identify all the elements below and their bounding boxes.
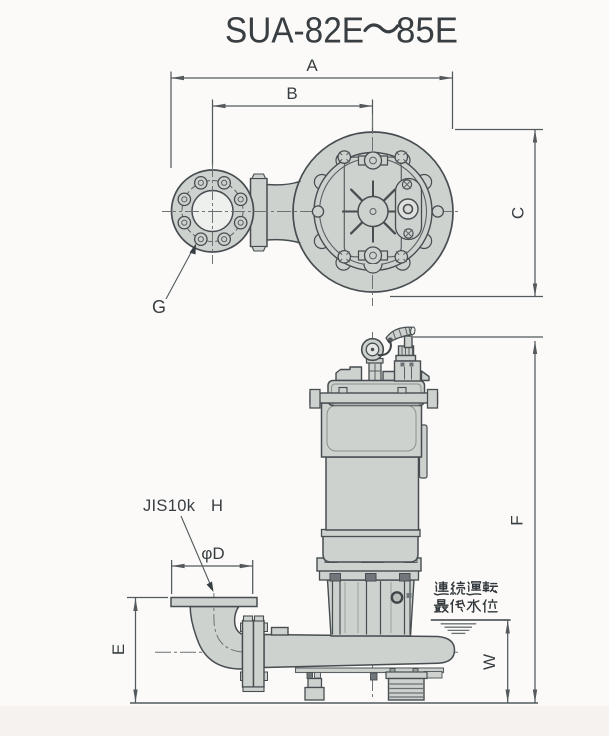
svg-text:E: E [109,644,128,655]
svg-text:C: C [509,207,528,219]
svg-text:B: B [286,84,297,103]
svg-text:A: A [306,56,318,75]
svg-text:SUA-82E: SUA-82E [225,10,364,51]
svg-text:G: G [152,297,166,317]
svg-text:φD: φD [201,544,224,563]
svg-text:JIS10k: JIS10k [143,497,196,515]
svg-text:W: W [480,654,499,670]
svg-text:F: F [508,515,527,525]
svg-text:H: H [211,497,223,515]
svg-text:85E: 85E [396,10,458,51]
